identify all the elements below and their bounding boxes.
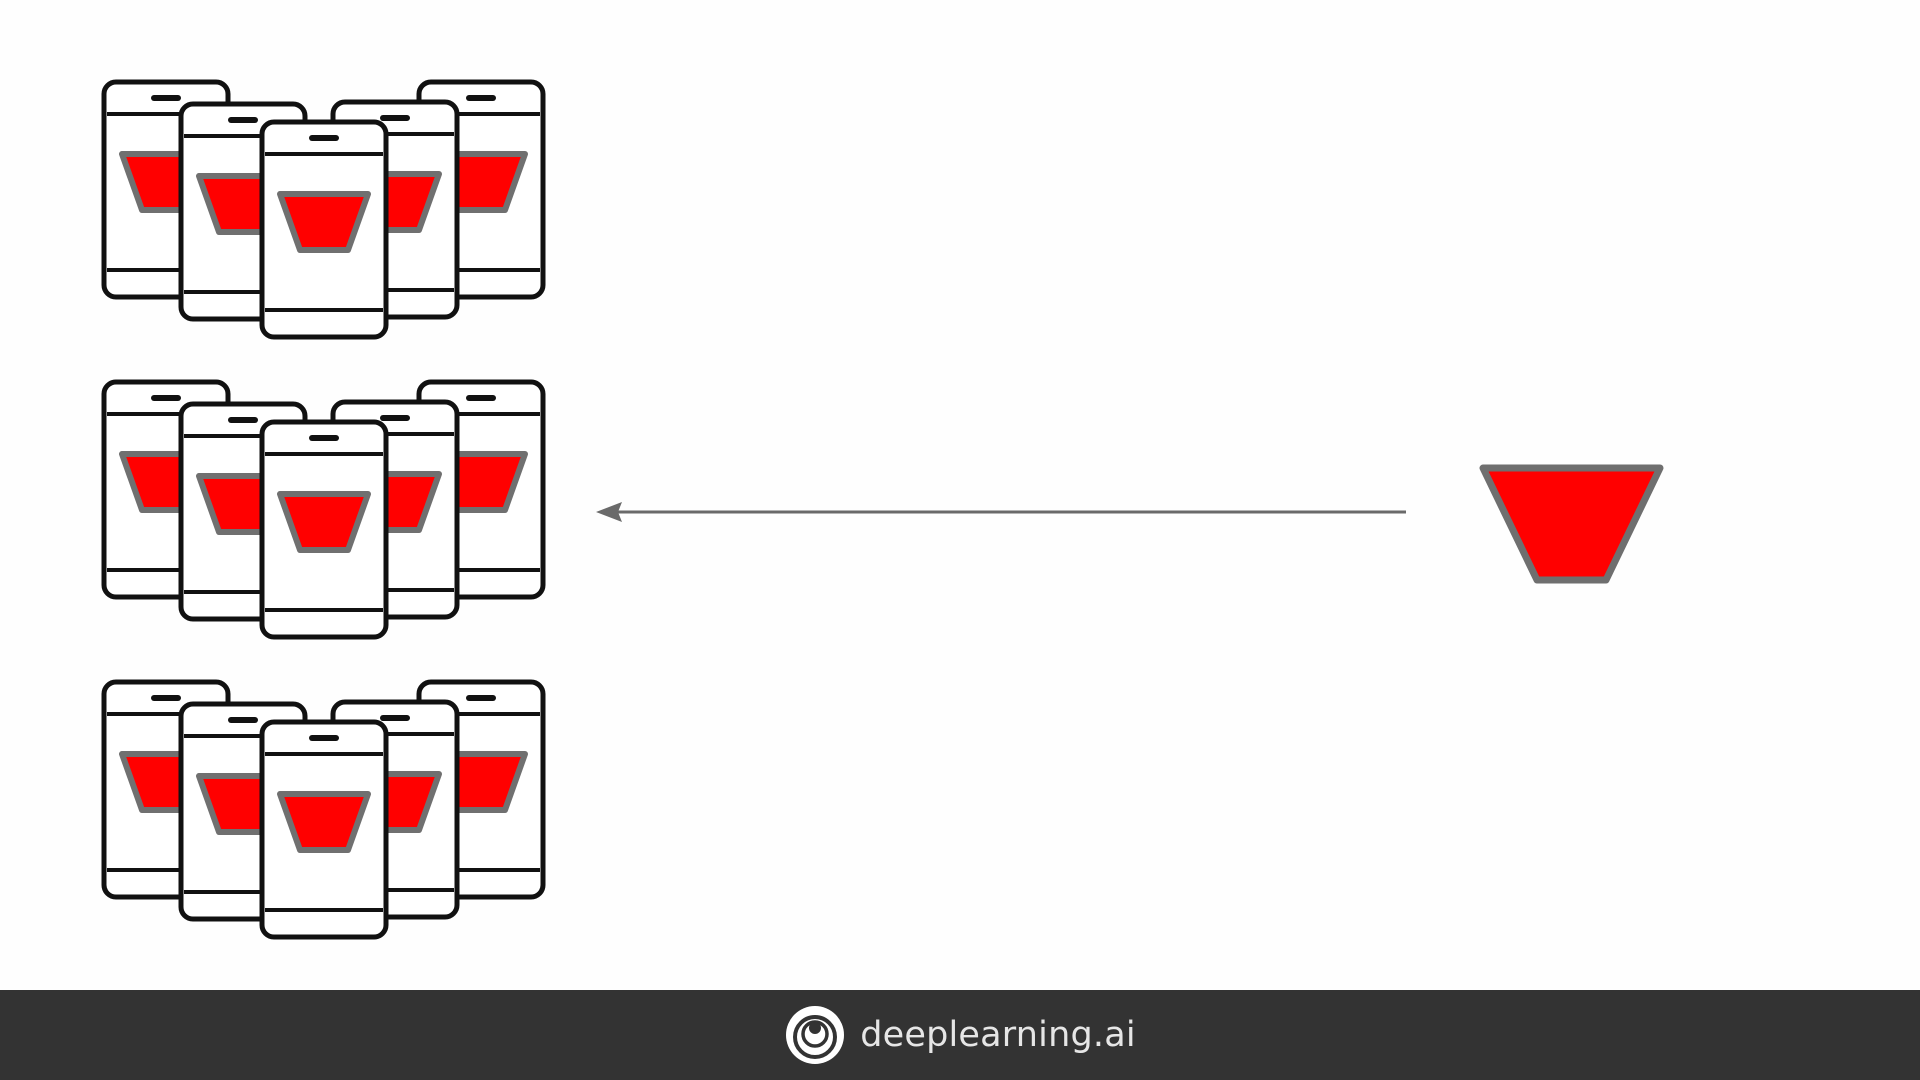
footer-bar: deeplearning.ai (0, 990, 1920, 1080)
deeplearning-ai-logo-icon (786, 1006, 845, 1064)
brand-name: deeplearning.ai (860, 1015, 1136, 1055)
smartphone-icon (262, 422, 386, 637)
phone-group-top (104, 82, 543, 337)
phone-group-bottom (104, 682, 543, 937)
phone-group-middle (104, 382, 543, 637)
red-trapezoid-model-icon (1479, 464, 1664, 584)
brand: deeplearning.ai (784, 1004, 1136, 1066)
distribution-arrow (596, 502, 1406, 522)
smartphone-icon (262, 122, 386, 337)
federated-diagram (0, 0, 1664, 990)
smartphone-icon (262, 722, 386, 937)
